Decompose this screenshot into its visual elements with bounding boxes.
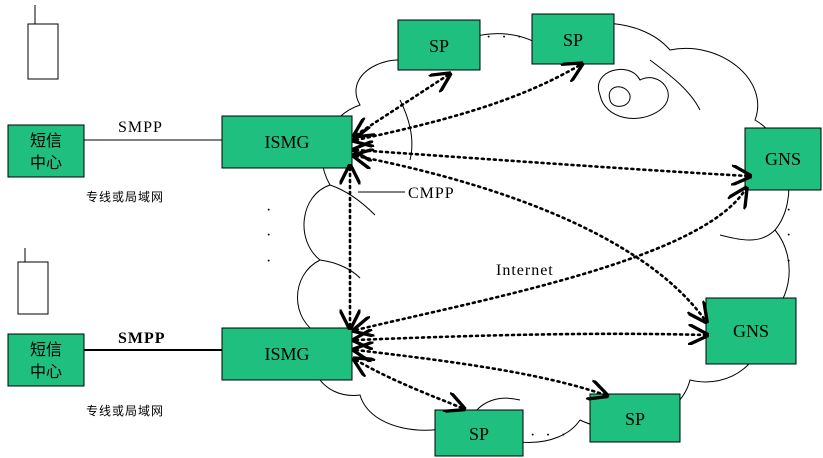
ismg-label-top: ISMG <box>264 132 309 152</box>
vertical-ellipsis-right: · <box>786 202 794 219</box>
smsc-label-line1: 短信 <box>30 131 62 150</box>
horizontal-ellipsis-top: · · · <box>486 29 525 46</box>
internet-cloud <box>297 22 790 443</box>
smsc-label-line1: 短信 <box>30 340 62 359</box>
cloud-bump <box>608 86 631 107</box>
cmpp-link <box>356 334 705 340</box>
smsc-box-bottom <box>7 333 85 387</box>
sp-label: SP <box>469 424 489 444</box>
smsc-label-line2: 中心 <box>30 153 62 172</box>
vertical-ellipsis-right: · <box>786 253 794 270</box>
sp-label: SP <box>625 409 645 429</box>
internet-label: Internet <box>496 262 554 279</box>
vertical-ellipsis-left: · <box>266 202 274 219</box>
cloud-bump <box>597 68 669 119</box>
sp-box-bottom-left <box>434 409 524 457</box>
cmpp-link <box>356 360 462 408</box>
smsc-label-line2: 中心 <box>30 362 62 381</box>
gns-box-upper <box>744 127 822 191</box>
vertical-ellipsis-right: · <box>786 227 794 244</box>
ismg-box-bottom <box>221 327 353 381</box>
gns-label: GNS <box>765 149 801 169</box>
sp-label: SP <box>429 36 449 56</box>
smsc-box-top <box>7 124 85 178</box>
gns-label: GNS <box>733 321 769 341</box>
ismg-label-bottom: ISMG <box>264 344 309 364</box>
horizontal-ellipsis-bottom: · · · <box>530 427 569 444</box>
leased-line-caption-top: 专线或局域网 <box>86 189 164 204</box>
cmpp-label: CMPP <box>408 185 455 202</box>
sp-box-bottom-right <box>589 393 681 443</box>
smpp-label-bottom: SMPP <box>118 330 166 347</box>
cmpp-link <box>356 190 745 330</box>
vertical-ellipsis-left: · <box>266 253 274 270</box>
cloud-arc <box>649 59 701 111</box>
cmpp-link <box>356 65 580 140</box>
vertical-ellipsis-left: · <box>266 227 274 244</box>
handset-outline <box>17 261 49 315</box>
sp-label: SP <box>563 30 583 50</box>
handset-outline <box>27 23 59 80</box>
leased-line-caption-bottom: 专线或局域网 <box>86 403 164 418</box>
ismg-box-top <box>221 115 353 169</box>
cmpp-link <box>356 350 605 395</box>
smpp-label-top: SMPP <box>118 119 163 136</box>
